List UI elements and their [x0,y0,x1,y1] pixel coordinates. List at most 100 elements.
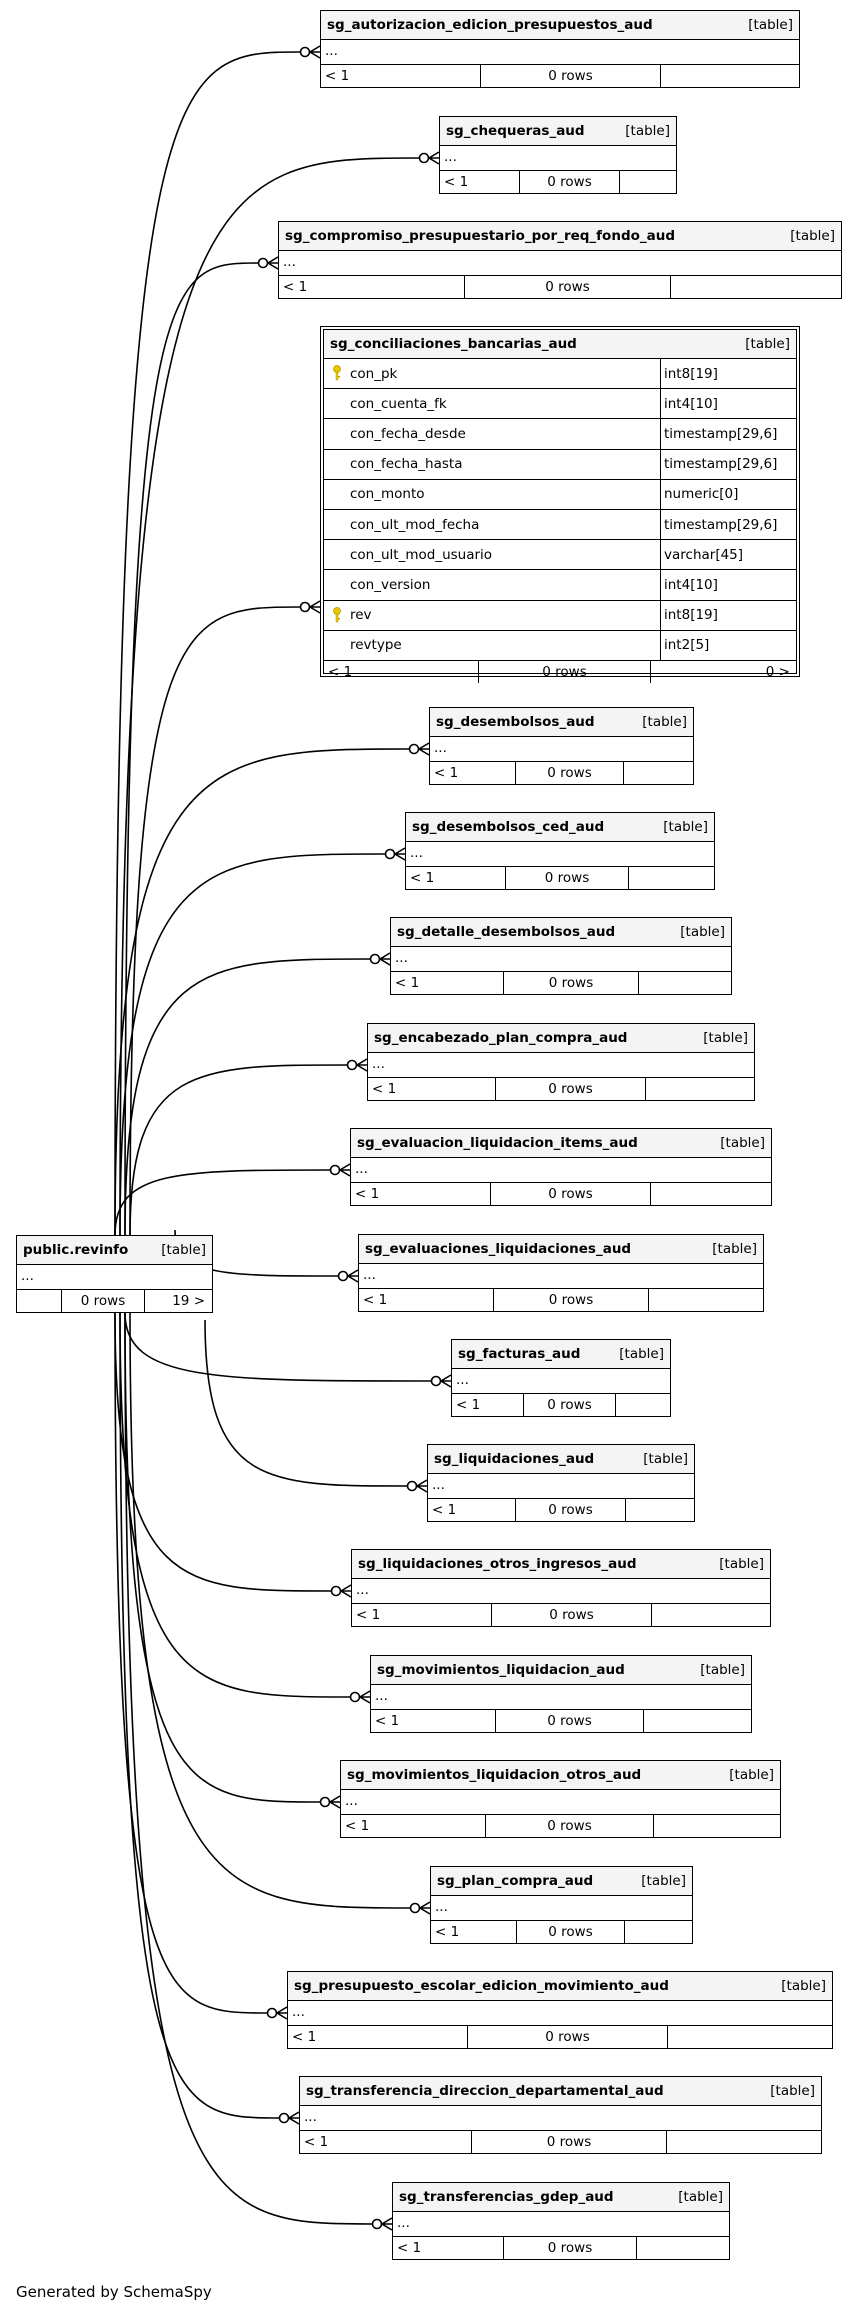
table-type: [table] [781,1978,826,1994]
table-sg-encabezado-plan-compra-aud[interactable]: sg_encabezado_plan_compra_aud[table]...<… [367,1023,755,1101]
table-header: sg_liquidaciones_otros_ingresos_aud[tabl… [352,1550,770,1579]
table-type: [table] [625,123,670,139]
table-footer: 0 rows 19 > [17,1290,212,1312]
optional-marker-icon [329,1164,341,1176]
column-type: timestamp[29,6] [664,516,778,533]
table-type: [table] [678,2189,723,2205]
columns-ellipsis: ... [452,1369,670,1394]
columns-ellipsis: ... [368,1053,754,1078]
table-header: sg_detalle_desembolsos_aud[table] [391,918,731,947]
table-type: [table] [663,819,708,835]
columns-ellipsis: ... [351,1158,771,1183]
columns-ellipsis: ... [406,842,714,867]
optional-marker-icon [371,2218,383,2230]
table-header: sg_plan_compra_aud[table] [431,1867,692,1896]
parents-count: < 1 [288,2026,468,2048]
optional-marker-icon [319,1796,331,1808]
relationship-line [114,748,410,1236]
table-sg-presupuesto-escolar-edicion-movimiento-aud[interactable]: sg_presupuesto_escolar_edicion_movimient… [287,1971,833,2049]
table-name: sg_chequeras_aud [446,123,585,139]
parents-count: < 1 [406,867,506,889]
relationship-line [124,1312,321,1803]
optional-marker-icon [418,152,430,164]
parents-count: < 1 [430,762,516,784]
children-count [637,2237,728,2259]
row-count: 0 rows [486,1815,654,1837]
children-count [626,1499,693,1521]
parents-count: < 1 [393,2237,504,2259]
columns-ellipsis: ... [430,737,693,762]
column-type: int4[10] [664,395,718,412]
children-count [667,2131,820,2153]
table-sg-movimientos-liquidacion-otros-aud[interactable]: sg_movimientos_liquidacion_otros_aud[tab… [340,1760,781,1838]
table-name: sg_autorizacion_edicion_presupuestos_aud [327,17,653,33]
optional-marker-icon [408,743,420,755]
optional-marker-icon [330,1585,342,1597]
table-type: [table] [729,1767,774,1783]
relationship-line [129,606,301,1236]
relationship-line [114,1169,331,1236]
children-count [620,171,675,193]
table-sg-transferencia-direccion-departamental-aud[interactable]: sg_transferencia_direccion_departamental… [299,2076,822,2154]
relationship-line [114,51,301,1236]
crowsfoot-marker-icon [427,151,440,165]
children-count [625,1921,691,1943]
parents-count: < 1 [452,1394,524,1416]
relationship-line [124,1312,373,2225]
table-name: sg_transferencia_direccion_departamental… [306,2083,664,2099]
generator-credit: Generated by SchemaSpy [16,2283,212,2301]
column-name: revtype [350,637,402,654]
children-count [649,1289,762,1311]
column-name: con_ult_mod_usuario [350,546,493,563]
optional-marker-icon [406,1480,418,1492]
table-type: [table] [712,1241,757,1257]
children-count [616,1394,669,1416]
table-sg-evaluacion-liquidacion-items-aud[interactable]: sg_evaluacion_liquidacion_items_aud[tabl… [350,1128,772,1206]
row-count: 0 rows [504,972,639,994]
table-sg-compromiso-presupuestario-por-req-fondo-aud[interactable]: sg_compromiso_presupuestario_por_req_fon… [278,221,842,299]
row-count: 0 rows [516,762,624,784]
table-sg-evaluaciones-liquidaciones-aud[interactable]: sg_evaluaciones_liquidaciones_aud[table]… [358,1234,764,1312]
columns-ellipsis: ... [341,1790,780,1815]
primary-key-icon [332,365,342,385]
row-count: 0 rows [468,2026,668,2048]
table-type: [table] [700,1662,745,1678]
table-header: sg_desembolsos_ced_aud[table] [406,813,714,842]
table-type: [table] [745,336,790,352]
table-public-revinfo[interactable]: public.revinfo [table] ... 0 rows 19 > [16,1235,213,1313]
table-sg-liquidaciones-otros-ingresos-aud[interactable]: sg_liquidaciones_otros_ingresos_aud[tabl… [351,1549,771,1627]
table-sg-movimientos-liquidacion-aud[interactable]: sg_movimientos_liquidacion_aud[table]...… [370,1655,752,1733]
column-name-cell: rev [324,600,661,630]
optional-marker-icon [409,1902,421,1914]
table-header: sg_compromiso_presupuestario_por_req_fon… [279,222,841,251]
table-sg-autorizacion-edicion-presupuestos-aud[interactable]: sg_autorizacion_edicion_presupuestos_aud… [320,10,800,88]
parents-count: < 1 [351,1183,491,1205]
table-name: sg_conciliaciones_bancarias_aud [330,336,577,352]
table-sg-conciliaciones-bancarias-aud[interactable]: sg_conciliaciones_bancarias_aud [table] … [320,326,800,683]
crowsfoot-marker-icon [358,1690,371,1704]
table-header: sg_conciliaciones_bancarias_aud [table] [324,330,796,359]
table-header: sg_evaluacion_liquidacion_items_aud[tabl… [351,1129,771,1158]
children-count [629,867,713,889]
table-name: sg_plan_compra_aud [437,1873,594,1889]
table-type: [table] [642,714,687,730]
table-header: sg_evaluaciones_liquidaciones_aud[table] [359,1235,763,1264]
columns-ellipsis: ... [431,1896,692,1921]
table-header: sg_facturas_aud[table] [452,1340,670,1369]
